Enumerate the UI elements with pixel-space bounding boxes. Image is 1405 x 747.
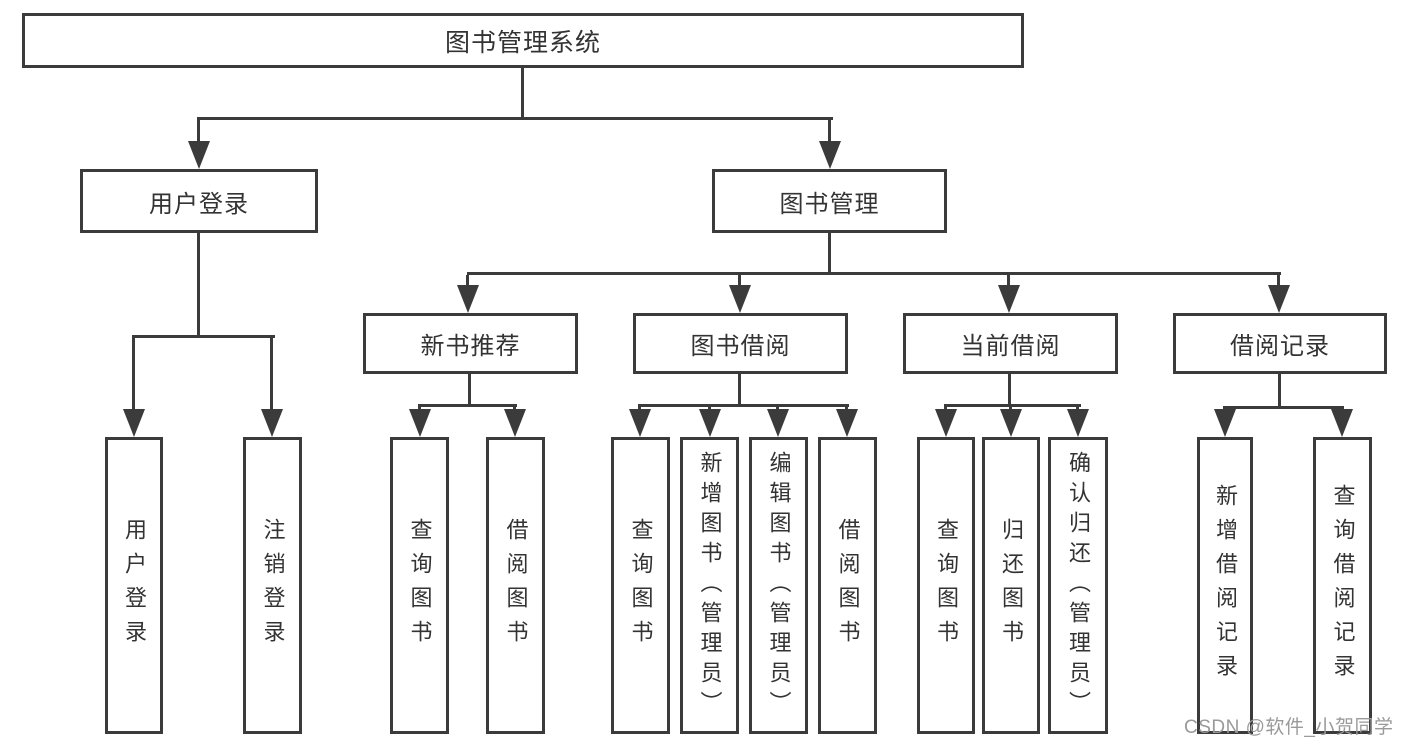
arrowhead-borrow-icon (729, 285, 751, 313)
connector-recommend-branch-rail (418, 404, 517, 407)
arrowhead-current-leaf2-icon (1000, 409, 1022, 437)
connector-login-branch-stub (197, 233, 200, 338)
arrowhead-current-leaf3-icon (1067, 409, 1089, 437)
leaf-borrowing-borrow-books: 借阅图书 (818, 437, 877, 734)
connector-borrowing-branch-rail (638, 404, 849, 407)
arrowhead-logout-leaf-icon (261, 409, 283, 437)
leaf-recommend-borrow-books: 借阅图书 (486, 437, 545, 734)
connector-level2-rail (197, 117, 833, 120)
leaf-recommend-query-books: 查询图书 (390, 437, 449, 734)
arrowhead-borrowing-leaf4-icon (836, 409, 858, 437)
connector-current-stem (1007, 275, 1010, 289)
leaf-borrowing-query-books: 查询图书 (611, 437, 670, 734)
arrowhead-recommend-icon (457, 285, 479, 313)
arrowhead-recommend-leaf2-icon (504, 409, 526, 437)
node-book-management: 图书管理 (712, 169, 947, 233)
node-book-borrowing: 图书借阅 (633, 313, 848, 374)
leaf-confirm-return-admin: 确认归还（管理员） (1048, 437, 1108, 734)
connector-user-login-stem (197, 120, 200, 144)
connector-logout-leaf-stem (270, 338, 273, 412)
arrowhead-records-leaf2-icon (1331, 409, 1353, 437)
connector-level3-rail (467, 272, 1281, 275)
connector-current-branch-rail (944, 404, 1081, 407)
node-borrowing-records: 借阅记录 (1173, 313, 1387, 374)
leaf-logout: 注销登录 (243, 437, 302, 734)
connector-login-leaf-stem (132, 338, 135, 412)
arrowhead-borrowing-leaf3-icon (767, 409, 789, 437)
connector-book-mgmt-stem (828, 120, 831, 144)
arrowhead-borrowing-leaf2-icon (699, 409, 721, 437)
arrowhead-login-leaf-icon (123, 409, 145, 437)
connector-records-branch-rail (1223, 406, 1344, 409)
leaf-return-books: 归还图书 (982, 437, 1040, 734)
connector-login-branch-rail (132, 335, 275, 338)
leaf-add-books-admin: 新增图书（管理员） (680, 437, 739, 734)
leaf-current-query-books: 查询图书 (917, 437, 975, 734)
arrowhead-borrowing-leaf1-icon (629, 409, 651, 437)
node-library-management-system: 图书管理系统 (22, 13, 1024, 68)
leaf-add-borrow-record: 新增借阅记录 (1197, 437, 1253, 734)
connector-borrowing-branch-stub (738, 374, 741, 407)
connector-book-mgmt-stub (828, 233, 831, 275)
arrowhead-recommend-leaf1-icon (409, 409, 431, 437)
leaf-user-login: 用户登录 (105, 437, 163, 734)
node-user-login: 用户登录 (80, 169, 318, 233)
connector-root-stub (521, 68, 524, 120)
connector-recommend-branch-stub (468, 374, 471, 407)
arrowhead-current-icon (998, 285, 1020, 313)
leaf-edit-books-admin: 编辑图书（管理员） (749, 437, 808, 734)
watermark: CSDN @软件_小贺同学 (1184, 717, 1394, 738)
leaf-query-borrow-record: 查询借阅记录 (1313, 437, 1372, 734)
node-current-borrowing: 当前借阅 (903, 313, 1118, 374)
arrowhead-book-mgmt-icon (819, 141, 841, 169)
arrowhead-records-leaf1-icon (1214, 409, 1236, 437)
arrowhead-user-login-icon (188, 141, 210, 169)
connector-borrow-stem (738, 275, 741, 289)
connector-recommend-stem (466, 275, 469, 289)
arrowhead-records-icon (1268, 285, 1290, 313)
connector-records-stem (1277, 275, 1280, 289)
arrowhead-current-leaf1-icon (935, 409, 957, 437)
connector-current-branch-stub (1008, 374, 1011, 407)
connector-records-branch-stub (1278, 374, 1281, 408)
node-new-book-recommend: 新书推荐 (363, 313, 578, 374)
